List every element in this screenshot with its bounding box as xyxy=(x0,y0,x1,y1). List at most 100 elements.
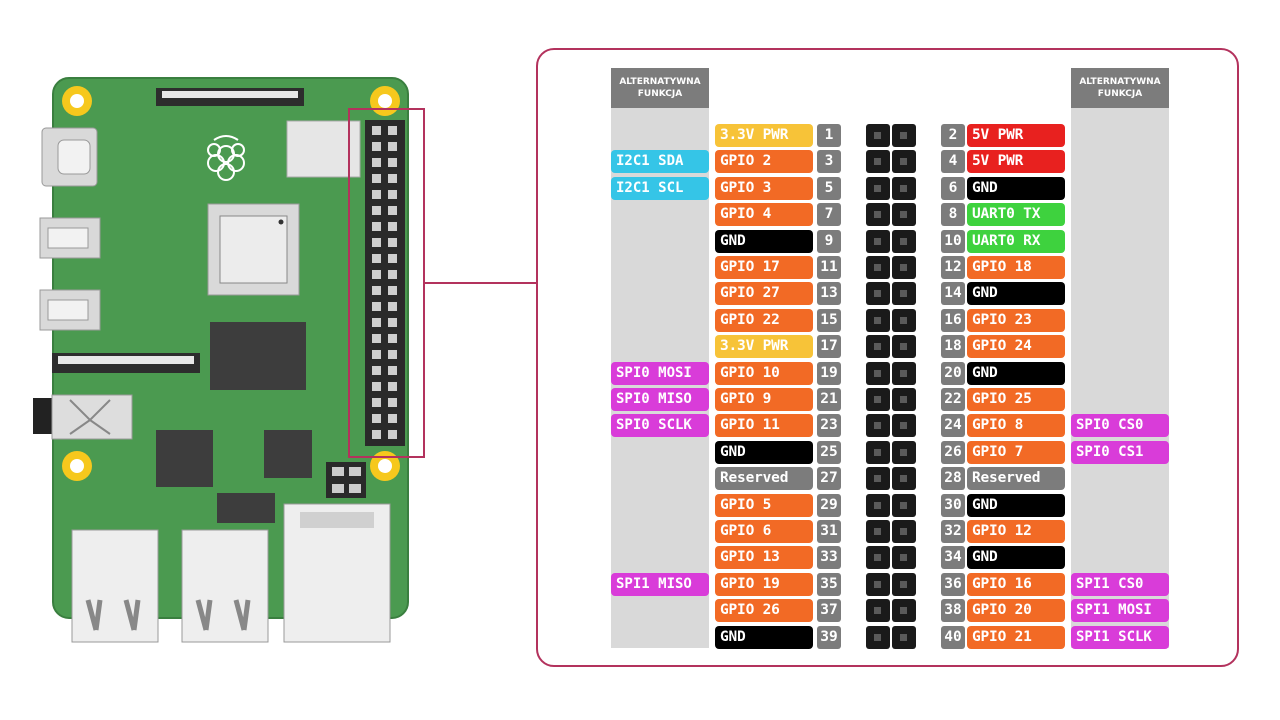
board-header-pin xyxy=(388,206,397,215)
pin-function-label: GPIO 9 xyxy=(715,388,813,411)
board-header-pin xyxy=(372,174,381,183)
pin-number: 10 xyxy=(941,229,965,253)
board-header-pin xyxy=(388,302,397,311)
pin-function-label: GPIO 23 xyxy=(967,308,1065,332)
header-pin xyxy=(892,256,916,279)
pin-number: 18 xyxy=(941,335,965,359)
alt-function-label: I2C1 SDA xyxy=(611,150,709,174)
pin-number: 25 xyxy=(817,440,841,464)
board-header-pin xyxy=(388,126,397,135)
pin-function-label: GPIO 18 xyxy=(967,256,1065,279)
pin-number: 6 xyxy=(941,176,965,200)
pin-function-label: GPIO 2 xyxy=(715,150,813,174)
pin-function-label: UART0 TX xyxy=(967,203,1065,227)
pin-number: 21 xyxy=(817,388,841,411)
header-pin xyxy=(866,361,890,385)
pin-function-label: GND xyxy=(715,625,813,649)
header-pin xyxy=(892,493,916,517)
pin-number: 19 xyxy=(817,361,841,385)
pin-number: 4 xyxy=(941,150,965,174)
board-header-pin xyxy=(372,414,381,423)
header-pin xyxy=(892,625,916,649)
gpio-header-on-board xyxy=(365,120,405,446)
pin-number: 40 xyxy=(941,625,965,649)
pin-number: 26 xyxy=(941,440,965,464)
board-header-pin xyxy=(388,142,397,151)
pin-number: 23 xyxy=(817,414,841,438)
pin-function-label: GPIO 6 xyxy=(715,520,813,543)
pin-number: 3 xyxy=(817,150,841,174)
pin-function-label: GPIO 24 xyxy=(967,335,1065,359)
pin-function-label: GND xyxy=(967,282,1065,306)
raspberry-pi-board xyxy=(33,77,425,643)
header-pin xyxy=(892,388,916,411)
pin-function-label: GPIO 11 xyxy=(715,414,813,438)
pin-number: 7 xyxy=(817,203,841,227)
pin-number: 16 xyxy=(941,308,965,332)
header-pin xyxy=(866,572,890,596)
pin-function-label: GPIO 3 xyxy=(715,176,813,200)
pin-function-label: GPIO 5 xyxy=(715,493,813,517)
header-pin xyxy=(866,308,890,332)
pin-number: 38 xyxy=(941,599,965,623)
pin-number: 9 xyxy=(817,229,841,253)
board-header-pin xyxy=(388,382,397,391)
pin-function-label: 5V PWR xyxy=(967,124,1065,147)
pin-function-label: GPIO 17 xyxy=(715,256,813,279)
header-pin xyxy=(892,599,916,623)
pin-number: 17 xyxy=(817,335,841,359)
board-header-pin xyxy=(388,318,397,327)
pin-function-label: GND xyxy=(967,361,1065,385)
pin-number: 20 xyxy=(941,361,965,385)
header-pin xyxy=(866,388,890,411)
pin-function-label: GPIO 27 xyxy=(715,282,813,306)
ram-chip xyxy=(210,322,306,390)
board-header-pin xyxy=(388,398,397,407)
board-header-pin xyxy=(372,158,381,167)
pin-function-label: GND xyxy=(715,440,813,464)
header-pin xyxy=(892,229,916,253)
header-pin xyxy=(866,599,890,623)
header-pin xyxy=(892,520,916,543)
board-header-pin xyxy=(388,158,397,167)
header-pin xyxy=(892,440,916,464)
board-header-pin xyxy=(372,302,381,311)
pin-number: 1 xyxy=(817,124,841,147)
board-header-pin xyxy=(372,206,381,215)
header-pin xyxy=(892,467,916,491)
board-header-pin xyxy=(372,142,381,151)
header-pin xyxy=(866,493,890,517)
poe-header xyxy=(326,462,366,498)
pmic-chip xyxy=(264,430,312,478)
board-header-pin xyxy=(372,126,381,135)
board-header-pin xyxy=(372,366,381,375)
pin-number: 15 xyxy=(817,308,841,332)
board-header-pin xyxy=(372,254,381,263)
header-pin xyxy=(866,335,890,359)
alt-function-label: SPI0 SCLK xyxy=(611,414,709,438)
pin-function-label: GPIO 12 xyxy=(967,520,1065,543)
header-left-line1: ALTERNATYWNA xyxy=(619,77,701,87)
header-pin xyxy=(866,176,890,200)
header-pin xyxy=(866,256,890,279)
board-header-pin xyxy=(372,430,381,439)
pin-function-label: GPIO 10 xyxy=(715,361,813,385)
alt-function-label: SPI0 CS1 xyxy=(1071,440,1169,464)
alt-function-label: I2C1 SCL xyxy=(611,176,709,200)
pin-number: 39 xyxy=(817,625,841,649)
pin-number: 11 xyxy=(817,256,841,279)
raspberry-logo-icon xyxy=(207,135,245,181)
pin-number: 14 xyxy=(941,282,965,306)
pin-function-label: GND xyxy=(967,176,1065,200)
ethernet-chip xyxy=(217,493,275,523)
pin-function-label: Reserved xyxy=(967,467,1065,491)
pin-function-label: GPIO 7 xyxy=(967,440,1065,464)
pin-function-label: 3.3V PWR xyxy=(715,335,813,359)
pin-number: 13 xyxy=(817,282,841,306)
pin-number: 2 xyxy=(941,124,965,147)
